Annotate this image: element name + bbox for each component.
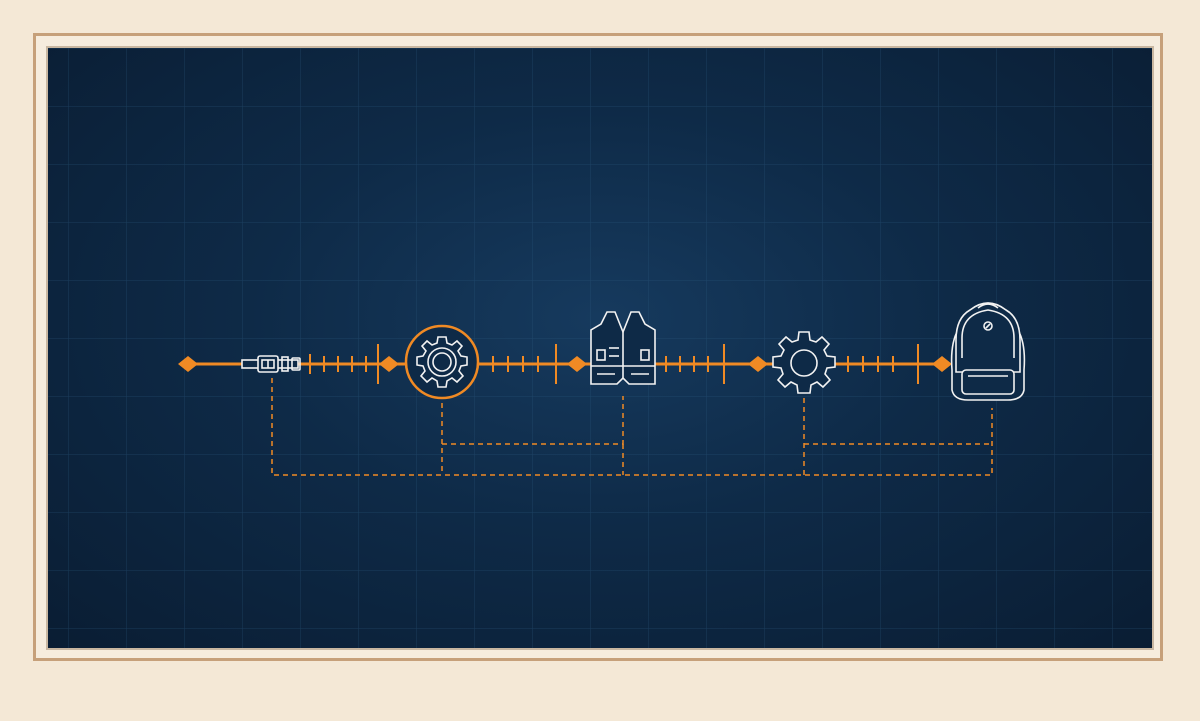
timeline-diamond-end [932,356,952,372]
gear-small-icon [772,331,836,394]
gear-icon [404,324,480,400]
vest-icon [590,311,656,385]
timeline-ticks [309,344,919,384]
timeline-diamond-2 [379,356,399,372]
dashed-connectors [271,378,993,476]
timeline-diagram [48,48,1152,648]
timeline-diamond-start [178,356,198,372]
diagram-board [46,46,1154,650]
timeline-diamond-4 [748,356,768,372]
belt-icon [241,355,301,373]
backpack-icon [950,302,1026,401]
connector-belt-backpack [271,378,993,476]
timeline-diamond-3 [567,356,587,372]
